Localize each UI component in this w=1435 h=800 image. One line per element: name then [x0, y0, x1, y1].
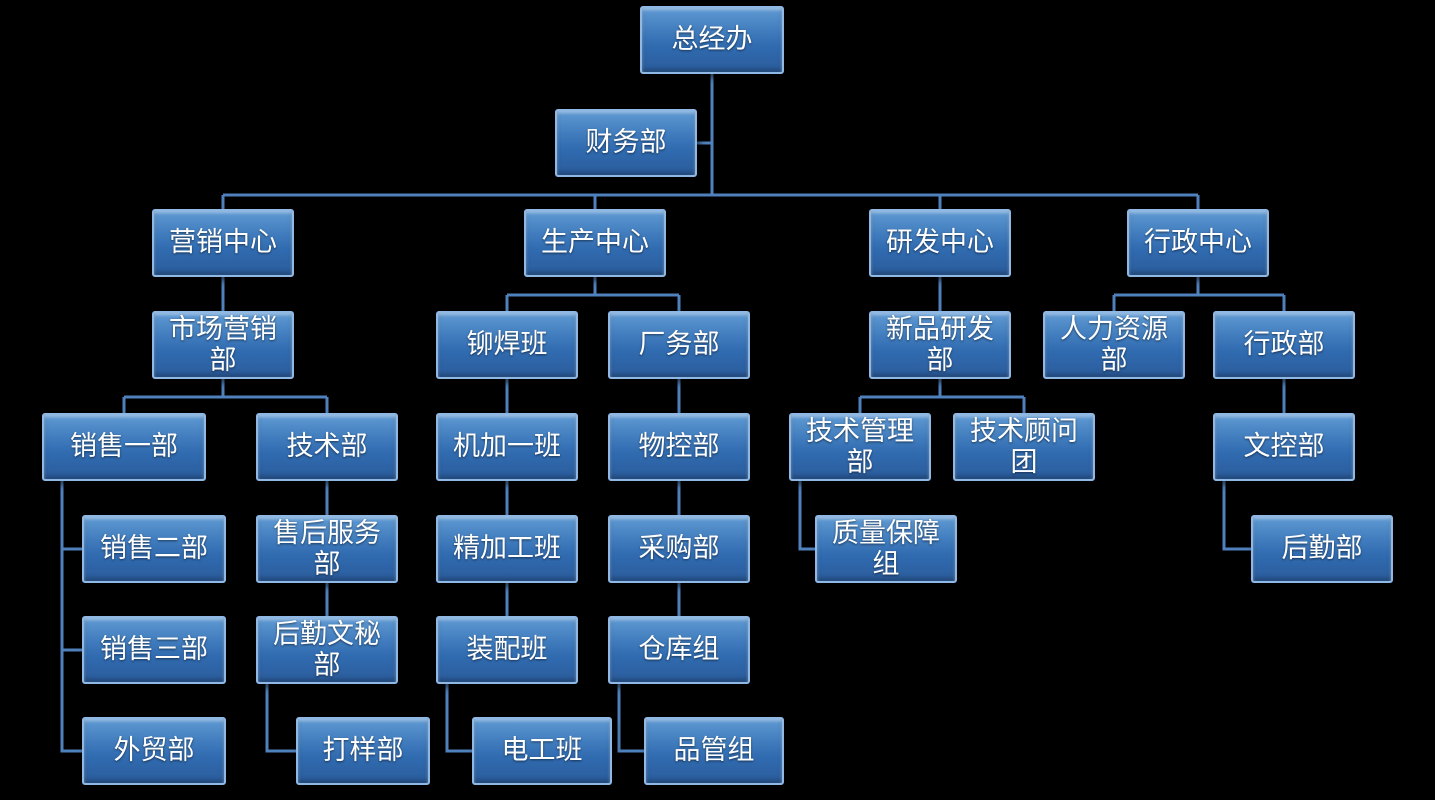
node-marketing-center: 营销中心 [152, 209, 294, 277]
node-hr-dept: 人力资源 部 [1043, 311, 1185, 379]
node-assembly-team: 装配班 [436, 616, 578, 684]
node-sample-dept: 打样部 [296, 717, 430, 785]
node-tech-management-dept: 技术管理 部 [789, 413, 931, 481]
node-sales-dept-3: 销售三部 [82, 616, 226, 684]
node-new-product-rnd-dept: 新品研发 部 [869, 311, 1011, 379]
node-admin-center: 行政中心 [1127, 209, 1269, 277]
node-foreign-trade-dept: 外贸部 [82, 717, 226, 785]
node-sales-dept-1: 销售一部 [42, 413, 206, 481]
node-sales-dept-2: 销售二部 [82, 515, 226, 583]
node-material-control-dept: 物控部 [608, 413, 750, 481]
node-general-manager-office: 总经办 [640, 6, 784, 74]
connector-line [798, 481, 815, 551]
connector-line [617, 684, 644, 753]
node-after-sales-service-dept: 售后服务 部 [256, 515, 398, 583]
node-finishing-team: 精加工班 [436, 515, 578, 583]
node-tech-advisory-group: 技术顾问 团 [953, 413, 1095, 481]
node-factory-affairs-dept: 厂务部 [608, 311, 750, 379]
node-quality-control-group: 品管组 [644, 717, 784, 785]
node-riveting-welding-team: 铆焊班 [436, 311, 578, 379]
node-purchasing-dept: 采购部 [608, 515, 750, 583]
connector-line [265, 684, 296, 753]
connector-line [60, 481, 82, 753]
node-logistics-dept: 后勤部 [1251, 515, 1393, 583]
node-quality-assurance-group: 质量保障 组 [815, 515, 957, 583]
node-market-marketing-dept: 市场营销 部 [152, 311, 294, 379]
connector-line [445, 684, 472, 753]
node-machining-team-1: 机加一班 [436, 413, 578, 481]
node-rnd-center: 研发中心 [869, 209, 1011, 277]
node-technical-dept: 技术部 [256, 413, 398, 481]
node-document-control-dept: 文控部 [1213, 413, 1355, 481]
connector-line [1222, 481, 1251, 551]
node-administration-dept: 行政部 [1213, 311, 1355, 379]
node-warehouse-group: 仓库组 [608, 616, 750, 684]
node-finance-dept: 财务部 [555, 109, 697, 177]
node-electrician-team: 电工班 [472, 717, 612, 785]
node-production-center: 生产中心 [524, 209, 666, 277]
node-logistics-secretary-dept: 后勤文秘 部 [256, 616, 398, 684]
